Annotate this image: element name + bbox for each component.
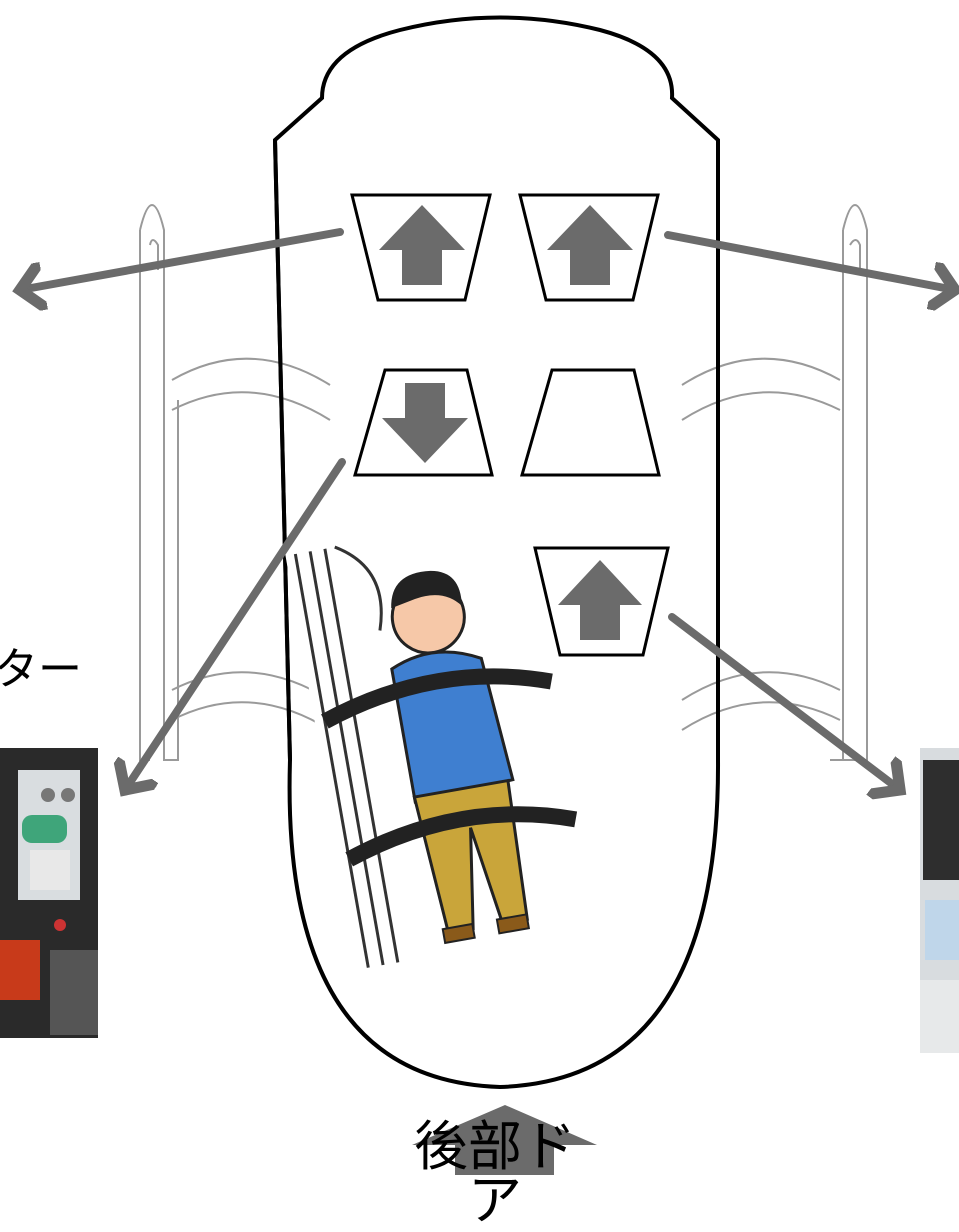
seat-rear-right (535, 548, 668, 655)
partial-label-left: ター (0, 648, 82, 692)
equipment-photo-right (920, 748, 959, 1053)
seat-middle-left (355, 370, 492, 475)
vehicle-side-line (275, 140, 290, 760)
pointer-arrow-front-right (668, 235, 955, 290)
right-rail (682, 205, 867, 760)
rear-door-label: 後部ドア (395, 1120, 595, 1228)
seat-front-right (520, 195, 658, 300)
equipment-photo-left (0, 748, 98, 1038)
pointer-arrow-rear-right (672, 617, 900, 790)
seat-front-left (352, 195, 490, 300)
left-rail (140, 205, 330, 760)
pointer-arrow-front-left (20, 232, 340, 290)
seat-middle-right (522, 370, 659, 475)
